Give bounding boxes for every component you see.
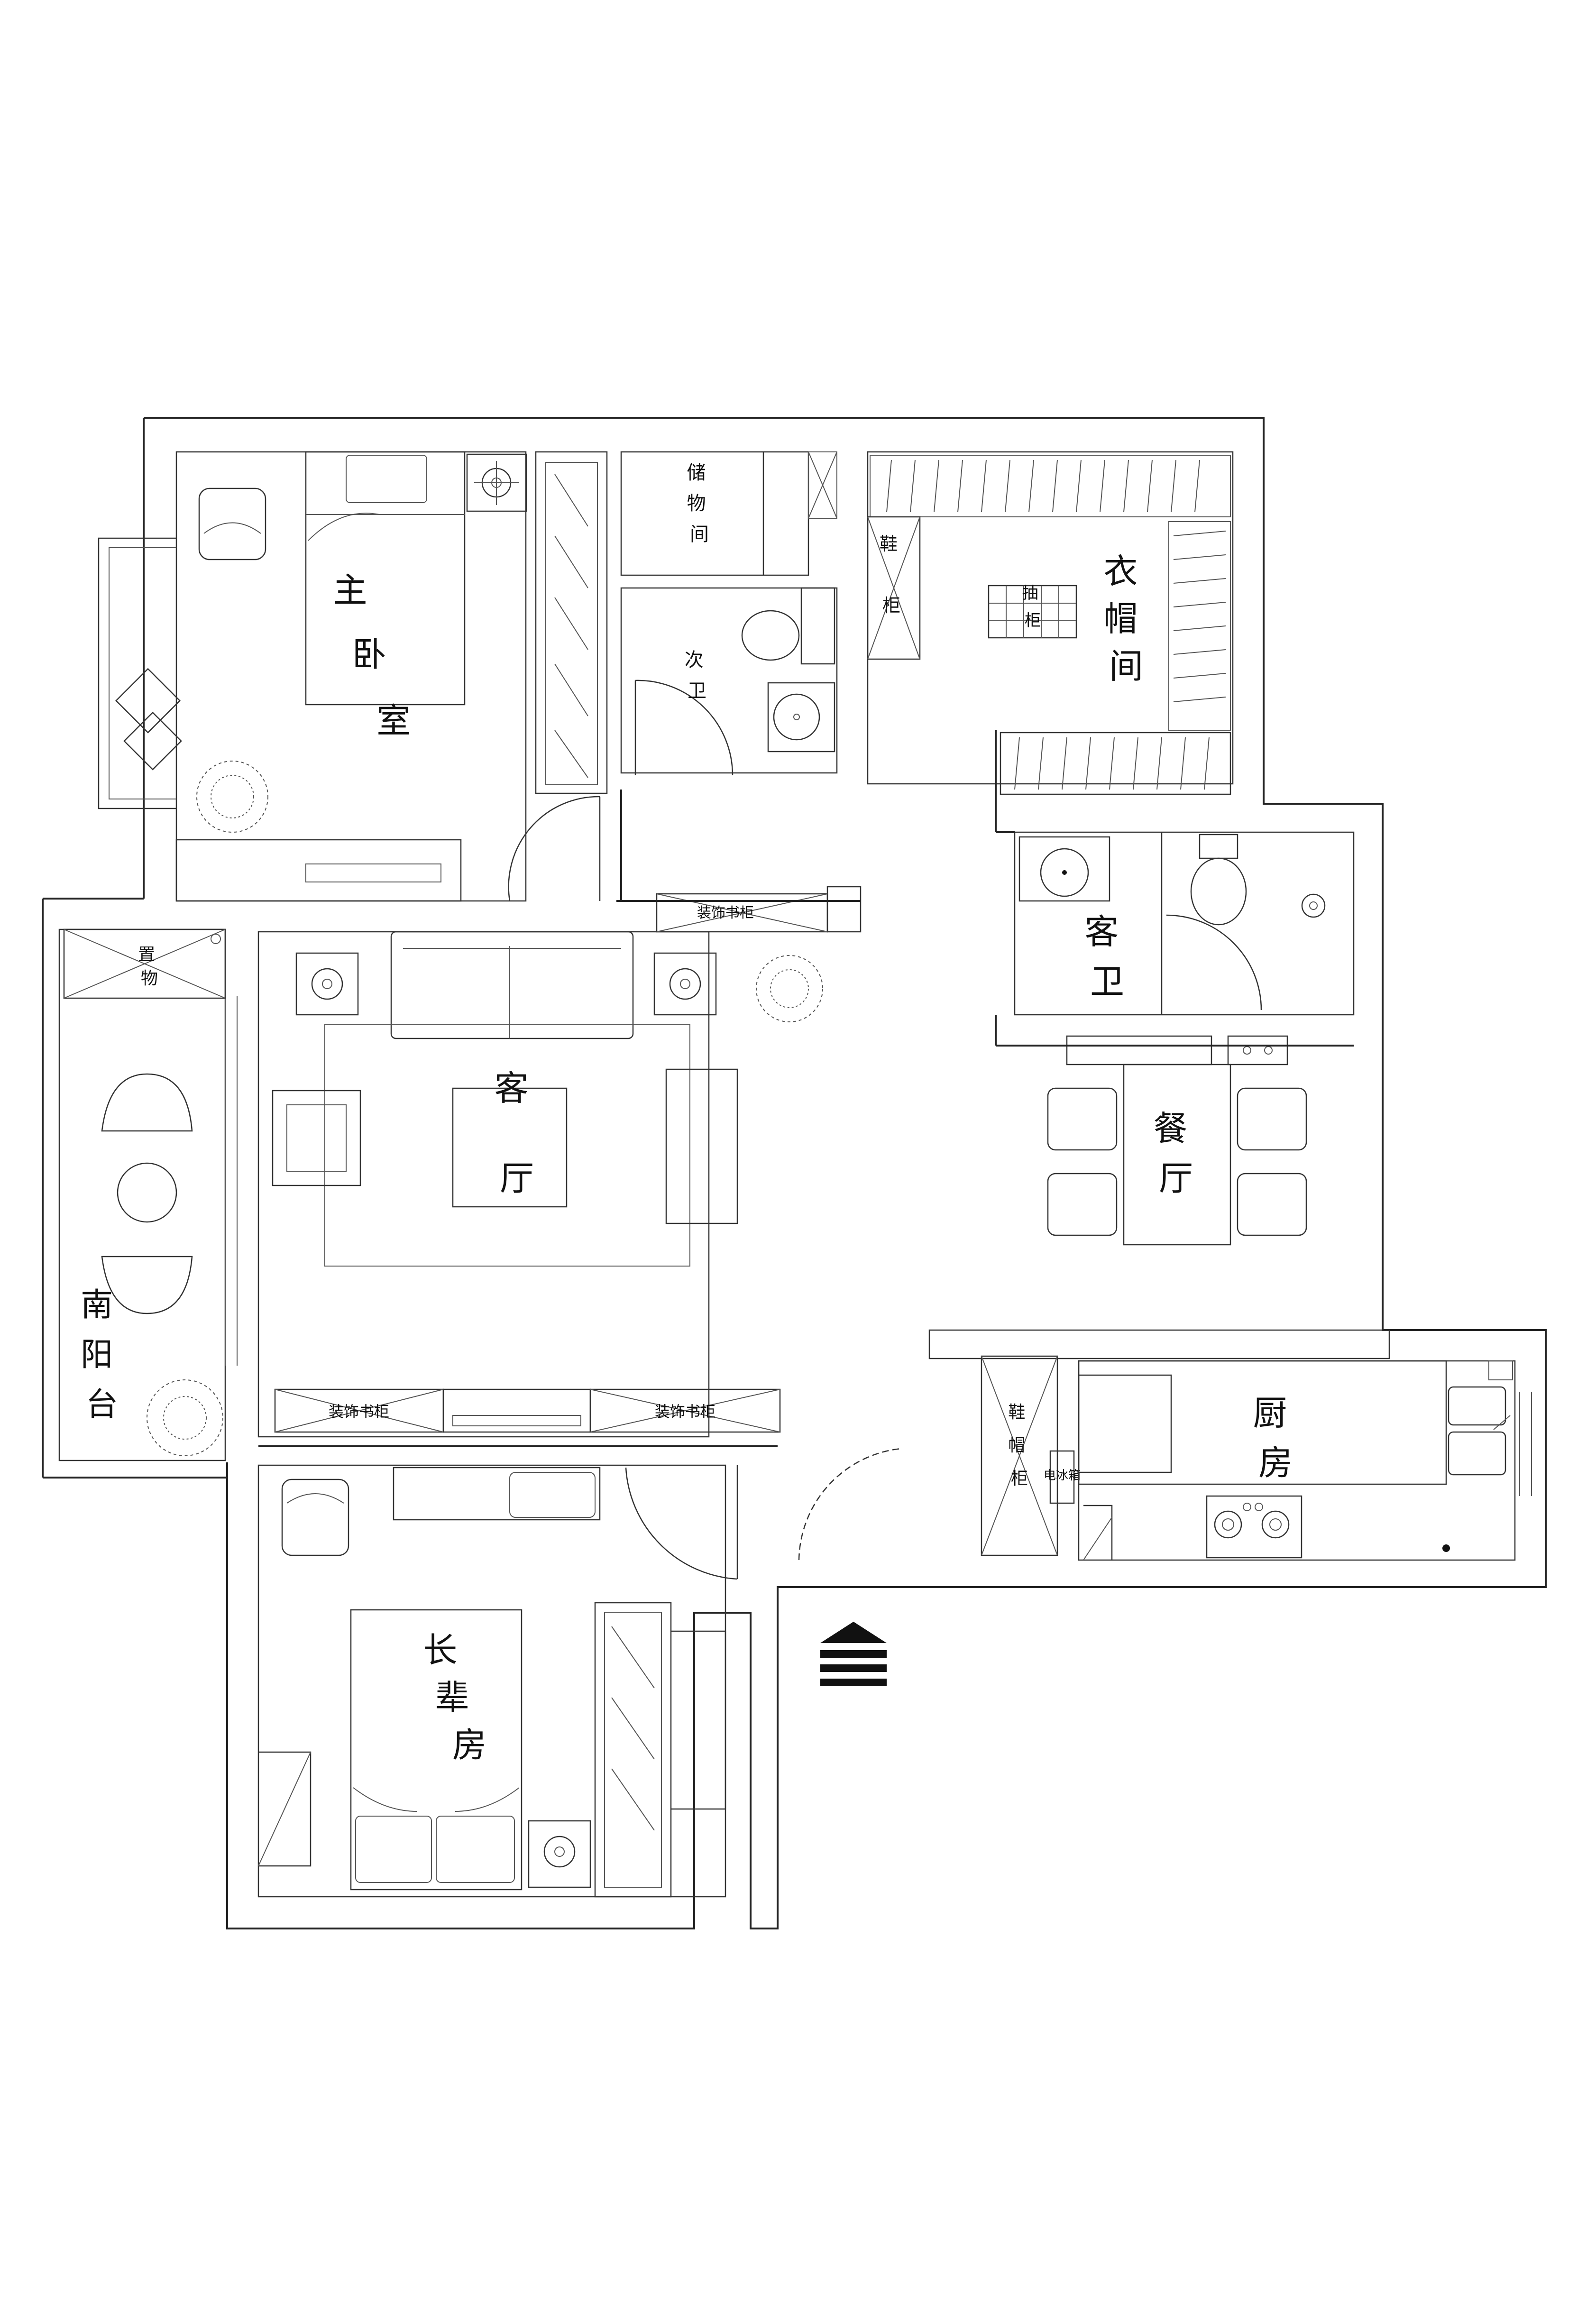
elder-room: 长 辈 房 xyxy=(257,1464,738,1898)
shower-drain xyxy=(1301,893,1326,918)
bookcase-row: 装饰书柜 装饰书柜 xyxy=(274,1388,781,1433)
dining-chair xyxy=(1047,1087,1118,1151)
fixture-label-storage-shelf: 置 物 xyxy=(138,945,160,988)
room-label-guest-bath: 客 卫 xyxy=(1085,912,1130,1001)
fixture-label-fridge: 电冰箱 xyxy=(1044,1469,1081,1483)
side-table-lamp xyxy=(295,952,359,1016)
second-bathroom: 次 卫 xyxy=(620,587,838,776)
armchair xyxy=(198,487,266,560)
room-label-second-bath: 次 卫 xyxy=(685,649,710,702)
decor-cabinet-hall: 装饰书柜 xyxy=(656,886,862,933)
toilet xyxy=(741,587,835,665)
nightstand-lamp xyxy=(466,453,527,512)
room-label-storage-room: 储 物 间 xyxy=(687,462,712,545)
fixture-label-decor-bookcase-left: 装饰书柜 xyxy=(329,1403,389,1421)
armchair xyxy=(281,1479,349,1556)
cloakroom: 鞋 柜 抽 柜 衣 帽 间 xyxy=(867,451,1234,795)
fixture-label-drawer-cabinet: 抽 柜 xyxy=(1022,584,1044,630)
room-label-elder-room: 长 辈 房 xyxy=(423,1630,486,1765)
kitchen-sink xyxy=(1448,1386,1511,1476)
storage-room: 储 物 间 xyxy=(620,451,837,576)
kitchen: 厨 房 xyxy=(1078,1360,1532,1561)
cushions xyxy=(115,668,182,771)
nightstand-lamp xyxy=(528,1820,591,1888)
wardrobe-column xyxy=(535,451,608,794)
double-bed xyxy=(350,1609,523,1891)
room-label-living-room: 客 厅 xyxy=(495,1068,540,1198)
double-bed xyxy=(305,451,466,706)
room-label-south-balcony: 南 阳 台 xyxy=(81,1286,123,1423)
lounge-chair xyxy=(101,1256,193,1314)
room-label-kitchen: 厨 房 xyxy=(1253,1393,1298,1483)
room-label-dining-room: 餐 厅 xyxy=(1154,1109,1199,1198)
dining-room: 餐 厅 xyxy=(1047,1035,1307,1246)
master-bedroom: 主 卧 室 xyxy=(98,451,601,902)
washbasin xyxy=(767,682,835,753)
guest-bathroom: 客 卫 xyxy=(1014,831,1355,1016)
room-label-master-bedroom: 主 卧 室 xyxy=(333,570,411,741)
toilet xyxy=(1190,834,1247,926)
fixture-label-shoe-cabinet: 鞋 柜 xyxy=(880,533,903,616)
entrance-arrow-icon xyxy=(820,1622,887,1686)
round-table xyxy=(117,1162,177,1223)
south-balcony: 置 物 南 阳 台 xyxy=(58,928,238,1461)
lounge-chair xyxy=(101,1073,193,1132)
exterior-walls xyxy=(42,417,1547,1929)
sofa xyxy=(390,931,634,1039)
entry-area: 鞋 帽 柜 电冰箱 xyxy=(798,1329,1390,1686)
room-label-cloakroom: 衣 帽 间 xyxy=(1104,551,1149,686)
fixture-label-shoe-cabinet-entry: 鞋 帽 柜 xyxy=(1008,1403,1030,1488)
dining-chair xyxy=(1237,1087,1307,1151)
armchair xyxy=(272,1090,361,1186)
fixture-label-decor-cabinet-hall: 装饰书柜 xyxy=(697,905,754,921)
dining-chair xyxy=(1237,1173,1307,1236)
potted-plant xyxy=(196,761,268,833)
fixture-label-decor-bookcase-right: 装饰书柜 xyxy=(655,1403,715,1421)
interior-walls xyxy=(258,730,1354,1447)
gas-stove xyxy=(1206,1495,1302,1559)
side-table-lamp xyxy=(653,952,717,1016)
washbasin xyxy=(1018,836,1110,902)
dining-chair xyxy=(1047,1173,1118,1236)
living-room: 客 厅 xyxy=(257,931,823,1438)
